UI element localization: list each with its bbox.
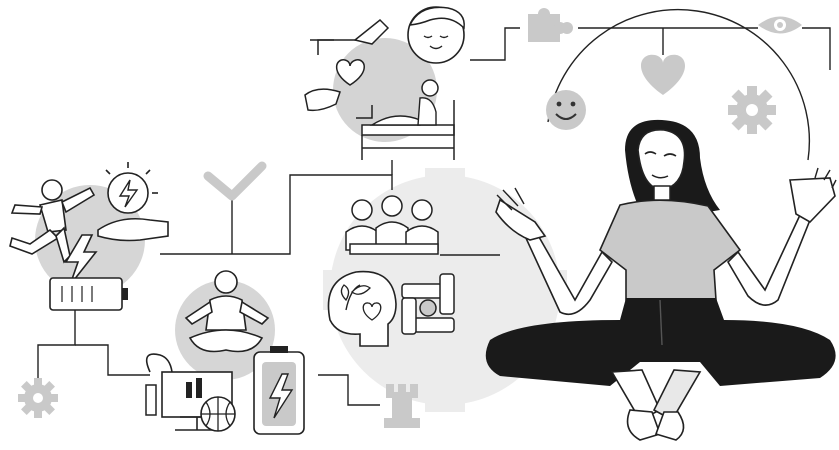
team-vignette xyxy=(327,195,455,347)
puzzle-icon xyxy=(528,8,573,42)
meeting-icon xyxy=(345,195,439,255)
woman-figure xyxy=(485,119,837,441)
relax-vignette xyxy=(145,270,305,435)
check-icon xyxy=(203,161,267,201)
charging-battery-icon xyxy=(253,346,305,435)
basketball-icon xyxy=(200,396,236,432)
eye-icon xyxy=(758,16,802,34)
connector-lines xyxy=(37,8,831,406)
mind-icon xyxy=(327,270,397,347)
gear-icon xyxy=(728,86,776,134)
smiling-face xyxy=(407,6,465,64)
smiley-icon xyxy=(546,90,586,130)
meditating-person xyxy=(184,270,270,353)
chess-rook-icon xyxy=(384,384,420,428)
jumping-person xyxy=(9,179,96,264)
energy-vignette xyxy=(9,162,169,311)
caring-vignette xyxy=(304,6,465,160)
heart-icon xyxy=(640,54,686,95)
teamwork-hands-icon xyxy=(401,273,455,335)
small-gear-icon xyxy=(18,378,58,418)
lightning-icon xyxy=(64,234,98,286)
battery-icon xyxy=(49,277,128,311)
lightning-sun-icon xyxy=(105,162,158,214)
bed-icon xyxy=(361,79,455,160)
